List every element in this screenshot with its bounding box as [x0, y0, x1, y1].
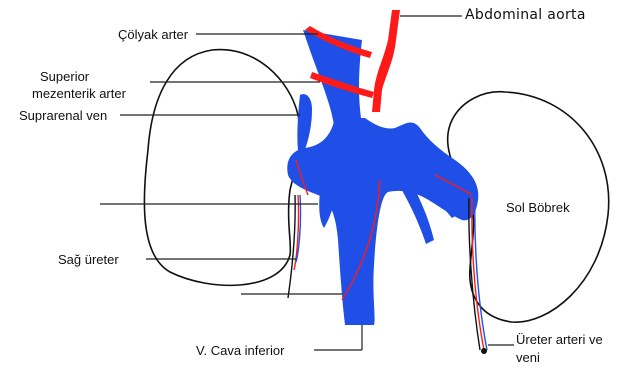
left-kidney-label: Sol Böbrek — [506, 200, 570, 215]
right-kidney-icon — [144, 50, 300, 286]
ureter-vessels-label-line1: Üreter arteri ve — [516, 332, 603, 347]
abdominal-aorta-label: Abdominal aorta — [465, 8, 586, 23]
ureter-vessels-label-line2: veni — [516, 350, 540, 365]
ureter-icon — [288, 195, 487, 354]
celiac-artery-label: Çölyak arter — [118, 27, 188, 42]
vena-cava-inferior-label: V. Cava inferior — [196, 343, 284, 358]
suprarenal-vein-label: Suprarenal ven — [19, 108, 107, 123]
right-ureter-label: Sağ üreter — [58, 252, 119, 267]
superior-mesenteric-label-line1: Superior — [40, 69, 89, 84]
superior-mesenteric-label-line2: mezenterik arter — [32, 86, 126, 101]
